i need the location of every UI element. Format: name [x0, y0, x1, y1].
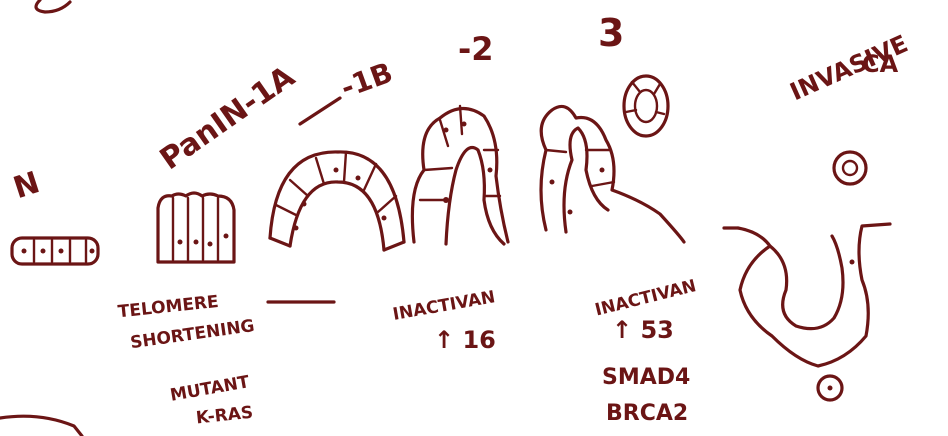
brca2-label: BRCA2	[606, 401, 688, 426]
panin-2-papillary	[412, 106, 508, 244]
corner-scribble	[36, 0, 70, 12]
stage-dash	[300, 98, 340, 124]
stage-panin-1a-label: PanIN-1A	[154, 59, 302, 177]
panin-3-lesion	[541, 76, 684, 242]
stage-panin-3-label: 3	[598, 11, 624, 55]
stage-panin-2-label: -2	[458, 30, 494, 68]
stage-invasive-label-line2: CA	[862, 50, 899, 78]
p53-label-line2: ↑ 53	[612, 316, 674, 344]
telomere-label-line1: TELOMERE	[117, 292, 220, 322]
stage-normal-label: N	[9, 165, 44, 206]
corner-mark	[0, 416, 82, 436]
kras-label-line2: K-RAS	[195, 403, 254, 429]
stage-panin-1b-label: -1B	[336, 56, 397, 105]
p16-label-line2: ↑ 16	[434, 326, 496, 354]
panin-1b-arch	[270, 152, 404, 250]
kras-label-line1: MUTANT	[169, 372, 252, 406]
smad4-label: SMAD4	[602, 365, 690, 390]
panin-1a-cells	[158, 193, 234, 262]
p53-label-line1: INACTIVAN	[593, 276, 698, 320]
p16-label-line1: INACTIVAN	[391, 287, 496, 325]
normal-epithelium	[12, 238, 98, 264]
telomere-label-line2: SHORTENING	[129, 316, 256, 353]
invasive-carcinoma	[724, 152, 890, 400]
